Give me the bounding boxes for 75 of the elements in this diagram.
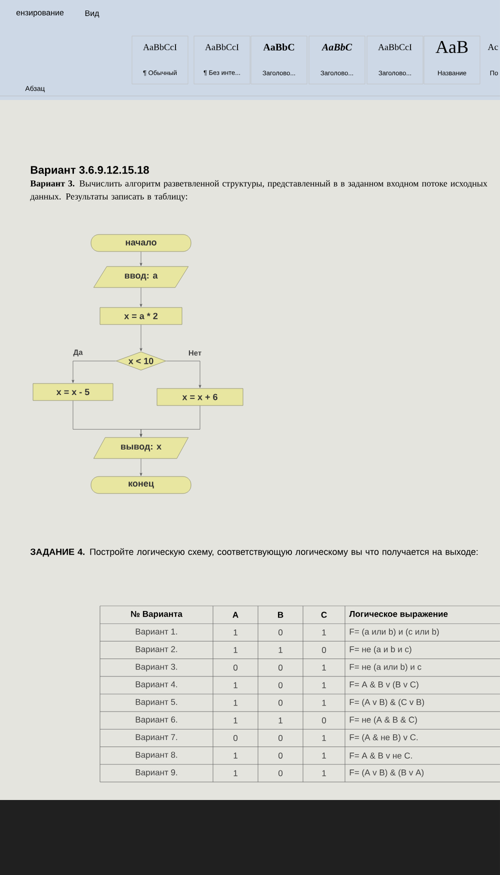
table-cell: C [321, 612, 327, 618]
arrow [140, 324, 142, 352]
table-cell: 1 [234, 629, 238, 636]
arrow [140, 252, 142, 266]
tab-label: ензирование [16, 11, 64, 17]
table-cell: 1 [322, 664, 326, 671]
table-cell: Вариант 7. [136, 734, 178, 742]
table-cell: F= (A v B) & (C v B) [350, 698, 424, 707]
table-cell: 1 [234, 700, 238, 706]
table-cell: F= не (A & B & C) [350, 716, 417, 724]
tab-label: Вид [85, 10, 100, 18]
table-cell: F= не (a или b) и c [350, 664, 422, 672]
table-cell: 1 [322, 752, 326, 759]
table-cell: F= (A & не B) v C. [350, 734, 418, 742]
table-cell: 0 [278, 700, 283, 706]
table-cell: 0 [278, 682, 283, 688]
table-cell: Вариант 9. [136, 769, 178, 778]
table-cell: 1 [322, 682, 326, 688]
terminal: начало [90, 234, 192, 252]
table-cell: 1 [322, 629, 326, 636]
arrow [140, 406, 200, 437]
terminal: конец [90, 476, 192, 494]
table-cell: F= A & B v не C. [350, 752, 412, 759]
table-cell: Вариант 8. [136, 752, 178, 760]
paragraph: Вариант 3. Вычислить алгоритм разветвленной структуры, представленный в в заданном входном потоке исходных данных. Результаты записать в таблицу: [30, 180, 488, 202]
arrow [140, 458, 142, 476]
table-cell: Вариант 5. [136, 699, 178, 707]
paragraph: ЗАДАНИЕ 4. Постройте логическую схему, соответствующую логическому вы что получается на выходе: [30, 548, 478, 557]
process-box: x = a * 2 [100, 307, 182, 325]
table-cell: 1 [322, 700, 326, 706]
table-cell: A [232, 612, 238, 618]
table-cell: 0 [278, 752, 283, 759]
table-cell: 1 [234, 647, 238, 653]
process-box: x = x - 5 [32, 383, 114, 401]
style-preview: AaBbC [321, 43, 352, 51]
table-cell: 1 [234, 682, 238, 688]
table-cell: 1 [278, 647, 282, 653]
table-cell: 1 [322, 770, 326, 776]
table-cell: B [278, 612, 284, 618]
table-cell: Вариант 2. [136, 646, 178, 654]
table-cell: 1 [322, 735, 326, 741]
arrow [140, 288, 142, 307]
style-preview: AaB [436, 40, 468, 54]
table-cell: 0 [278, 664, 283, 671]
process-box: x = x + 6 [156, 388, 244, 406]
input-output-parallelogram: ввод: a [93, 266, 189, 288]
table-cell: 1 [234, 770, 238, 776]
table-cell: 0 [278, 629, 283, 636]
table-cell: 1 [234, 752, 238, 759]
table-cell: Вариант 4. [136, 681, 178, 689]
table-cell: 1 [278, 717, 282, 724]
table-cell: 0 [278, 770, 283, 776]
table-cell: Вариант 3. [136, 664, 178, 672]
table-cell: Логическое выражение [349, 611, 448, 619]
table-cell: 0 [278, 735, 283, 741]
table-cell: 0 [233, 664, 238, 671]
table-cell: F= не (a и b и c) [350, 646, 412, 654]
style-preview: AaBbCcI [378, 44, 412, 50]
style-preview: AaBbCcI [143, 44, 177, 50]
table-cell: 1 [234, 717, 238, 724]
table-cell: 0 [322, 647, 326, 653]
style-preview: AaBbCcI [205, 44, 239, 50]
heading: Вариант 3.6.9.12.15.18 [30, 166, 149, 176]
table-cell: 0 [322, 717, 326, 724]
table-cell: 0 [233, 735, 238, 741]
style-preview: Ac [488, 44, 498, 50]
table-cell: Вариант 1. [136, 628, 178, 636]
table-cell: № Варианта [131, 611, 182, 619]
arrow [166, 360, 202, 388]
table-cell: F= (A v B) & (B v A) [350, 769, 424, 778]
table-cell: F= (a или b) и (c или b) [350, 628, 439, 636]
arrow [72, 360, 116, 383]
table-cell: Вариант 6. [136, 716, 178, 724]
style-preview: AaBbC [263, 43, 294, 51]
table-cell: F= A & B v (B v C) [350, 681, 418, 690]
